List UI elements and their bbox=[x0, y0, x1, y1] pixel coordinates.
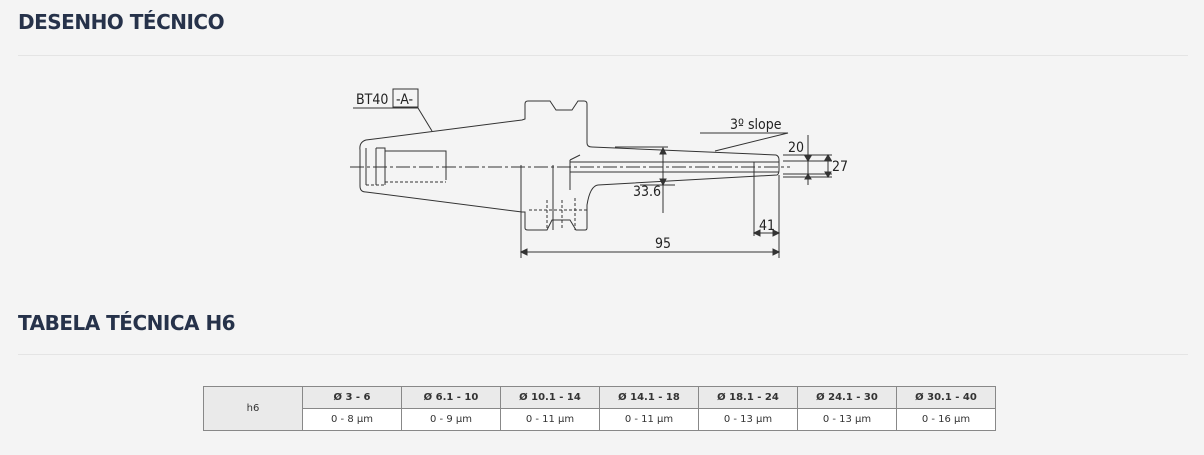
technical-drawing: BT40 -A- 3º slope 20 27 33.6 41 95 bbox=[350, 88, 848, 258]
column-header: Ø 14.1 - 18 bbox=[599, 386, 699, 409]
column-header: Ø 24.1 - 30 bbox=[797, 386, 897, 409]
dim-95: 95 bbox=[655, 236, 671, 252]
toolholder-outline bbox=[359, 100, 780, 231]
model-label: BT40 bbox=[356, 92, 388, 108]
divider bbox=[18, 354, 1188, 355]
column-header: Ø 18.1 - 24 bbox=[698, 386, 798, 409]
table-section-title: TABELA TÉCNICA H6 bbox=[18, 311, 236, 335]
dim-20: 20 bbox=[788, 140, 804, 156]
table-cell: 0 - 8 µm bbox=[302, 408, 402, 431]
table-cell: 0 - 11 µm bbox=[500, 408, 600, 431]
table-cell: 0 - 11 µm bbox=[599, 408, 699, 431]
column-header: Ø 6.1 - 10 bbox=[401, 386, 501, 409]
table-cell: 0 - 16 µm bbox=[896, 408, 996, 431]
table-cell: 0 - 13 µm bbox=[698, 408, 798, 431]
column-header: Ø 30.1 - 40 bbox=[896, 386, 996, 409]
row-label: h6 bbox=[203, 386, 303, 431]
table-row: 0 - 8 µm 0 - 9 µm 0 - 11 µm 0 - 11 µm 0 … bbox=[204, 408, 996, 431]
table-cell: 0 - 9 µm bbox=[401, 408, 501, 431]
dim-33-6: 33.6 bbox=[633, 184, 661, 200]
dim-41: 41 bbox=[759, 218, 775, 234]
divider bbox=[18, 55, 1188, 56]
table-cell: 0 - 13 µm bbox=[797, 408, 897, 431]
column-header: Ø 3 - 6 bbox=[302, 386, 402, 409]
drawing-section-title: DESENHO TÉCNICO bbox=[18, 10, 225, 34]
table-header-row: h6 Ø 3 - 6 Ø 6.1 - 10 Ø 10.1 - 14 Ø 14.1… bbox=[203, 386, 996, 431]
column-header: Ø 10.1 - 14 bbox=[500, 386, 600, 409]
tolerance-table: h6 Ø 3 - 6 Ø 6.1 - 10 Ø 10.1 - 14 Ø 14.1… bbox=[203, 386, 996, 431]
slope-label: 3º slope bbox=[730, 117, 782, 133]
datum-label: -A- bbox=[396, 92, 413, 108]
dim-27: 27 bbox=[832, 159, 848, 175]
